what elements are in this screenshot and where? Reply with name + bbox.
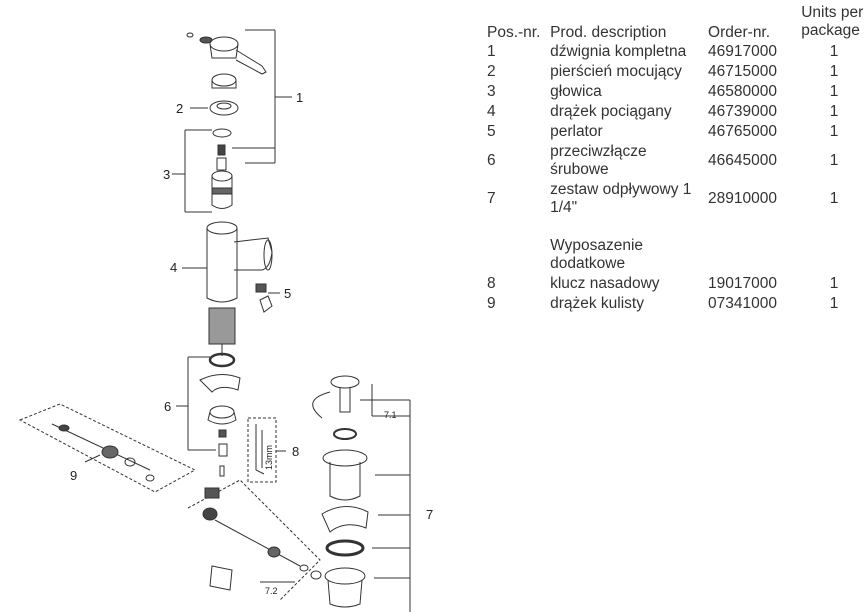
cell-units: 1	[829, 43, 839, 60]
callout-6: 6	[164, 399, 171, 414]
cell-description: pierścień mocujący	[550, 63, 682, 80]
cell-pos: 2	[487, 63, 496, 80]
part-1-lever-assembly	[186, 32, 267, 89]
table-header-row: Pos.-nr. Prod. description Order-nr. Uni…	[481, 0, 867, 42]
section-title: Wyposazenie dodatkowe	[550, 237, 644, 272]
part-6-connectors	[199, 352, 241, 477]
part-8-socket-wrench	[247, 417, 277, 483]
part-4-faucet-body	[206, 221, 273, 303]
cell-pos: 9	[487, 295, 496, 312]
cell-description: zestaw odpływowy 1 1/4"	[550, 181, 692, 216]
part-7-drain-set	[321, 375, 369, 608]
cell-order: 19017000	[708, 275, 777, 292]
callout-8: 8	[292, 444, 299, 459]
dimension-label: 13mm	[264, 445, 274, 470]
section-title-row: Wyposazenie dodatkowe	[481, 236, 867, 274]
callout-1: 1	[296, 90, 303, 105]
parts-list-table: Pos.-nr. Prod. description Order-nr. Uni…	[481, 0, 867, 314]
callout-4: 4	[170, 260, 177, 275]
callout-9: 9	[70, 468, 77, 483]
cell-units: 1	[829, 295, 839, 312]
cell-order: 46580000	[708, 83, 777, 100]
part-2-fixing-ring	[209, 100, 239, 116]
header-description: Prod. description	[550, 24, 667, 41]
cell-order: 46715000	[708, 63, 777, 80]
cell-description: drążek kulisty	[550, 295, 644, 312]
cell-pos: 7	[487, 190, 496, 207]
callout-5: 5	[284, 286, 291, 301]
cell-description: przeciwzłącze śrubowe	[550, 143, 647, 178]
callout-7-1: 7.1	[384, 410, 397, 420]
table-row: 7 zestaw odpływowy 1 1/4" 28910000 1	[481, 180, 867, 218]
table-row: 1 dźwignia kompletna 46917000 1	[481, 42, 867, 62]
cell-order: 28910000	[708, 190, 777, 207]
table-row: 3 głowica 46580000 1	[481, 82, 867, 102]
cell-description: perlator	[550, 123, 603, 140]
cell-description: dźwignia kompletna	[550, 43, 687, 60]
table-row: 6 przeciwzłącze śrubowe 46645000 1	[481, 142, 867, 180]
header-pos: Pos.-nr.	[487, 24, 541, 41]
cell-description: głowica	[550, 83, 602, 100]
cell-units: 1	[829, 123, 839, 140]
part-5-aerator	[255, 283, 273, 313]
part-7-2-rod-assembly	[187, 479, 322, 601]
table-row: 4 drążek pociągany 46739000 1	[481, 102, 867, 122]
table-row: 2 pierścień mocujący 46715000 1	[481, 62, 867, 82]
part-9-ball-rod	[18, 403, 197, 493]
spacer-row	[481, 218, 867, 236]
cell-pos: 8	[487, 275, 496, 292]
cell-order: 46739000	[708, 103, 777, 120]
cell-pos: 5	[487, 123, 496, 140]
cell-units: 1	[829, 63, 839, 80]
cell-pos: 4	[487, 103, 496, 120]
header-units: Units per package	[801, 4, 864, 39]
table-row: 8 klucz nasadowy 19017000 1	[481, 274, 867, 294]
cell-units: 1	[829, 275, 839, 292]
cell-units: 1	[829, 103, 839, 120]
callout-7-2: 7.2	[265, 586, 278, 596]
cell-units: 1	[829, 83, 839, 100]
table-row: 5 perlator 46765000 1	[481, 122, 867, 142]
cell-units: 1	[829, 190, 839, 207]
cell-description: klucz nasadowy	[550, 275, 660, 292]
cell-description: drążek pociągany	[550, 103, 672, 120]
callout-7: 7	[426, 507, 433, 522]
cell-pos: 1	[487, 43, 496, 60]
cell-order: 46765000	[708, 123, 777, 140]
table-row: 9 drążek kulisty 07341000 1	[481, 294, 867, 314]
cell-units: 1	[829, 152, 839, 169]
cell-pos: 6	[487, 152, 496, 169]
cell-pos: 3	[487, 83, 496, 100]
exploded-parts-diagram: 1 2 3 4 5 6 7 7.1 7.2 8 9 13mm	[18, 29, 433, 612]
cell-order: 46645000	[708, 152, 777, 169]
header-order: Order-nr.	[708, 24, 771, 41]
callout-2: 2	[176, 101, 183, 116]
callout-3: 3	[163, 167, 170, 182]
part-3-cartridge	[211, 128, 233, 209]
cell-order: 07341000	[708, 295, 777, 312]
cell-order: 46917000	[708, 43, 777, 60]
